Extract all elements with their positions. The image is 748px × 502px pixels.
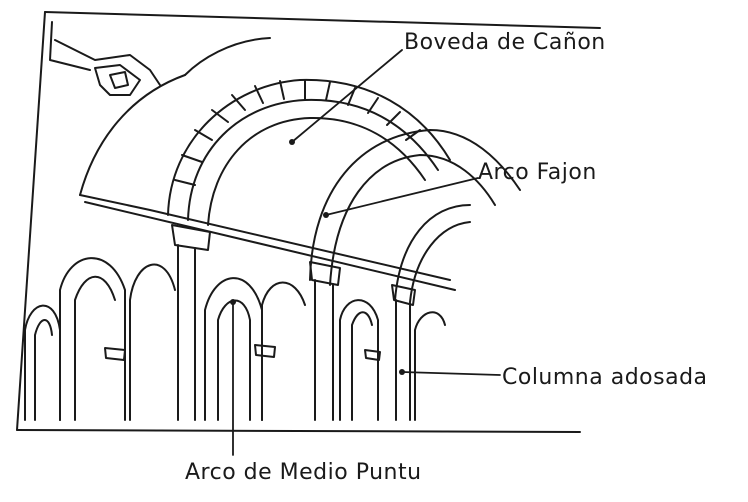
label-arco-de-medio-punto: Arco de Medio Puntu: [185, 460, 422, 485]
leader-dots: [230, 139, 405, 375]
label-boveda-de-canon: Boveda de Cañon: [404, 30, 606, 55]
barrel-vault: [79, 37, 456, 291]
transverse-arch: [167, 78, 451, 226]
receding-arches: [309, 129, 521, 303]
leader-lines: [232, 49, 501, 456]
label-columna-adosada: Columna adosada: [502, 365, 708, 390]
label-arco-fajon: Arco Fajon: [478, 160, 597, 185]
frame-lines: [16, 11, 601, 433]
columns: [177, 244, 411, 421]
lower-arcade: [24, 257, 446, 421]
broken-wall: [54, 39, 161, 96]
capitals: [171, 224, 416, 306]
